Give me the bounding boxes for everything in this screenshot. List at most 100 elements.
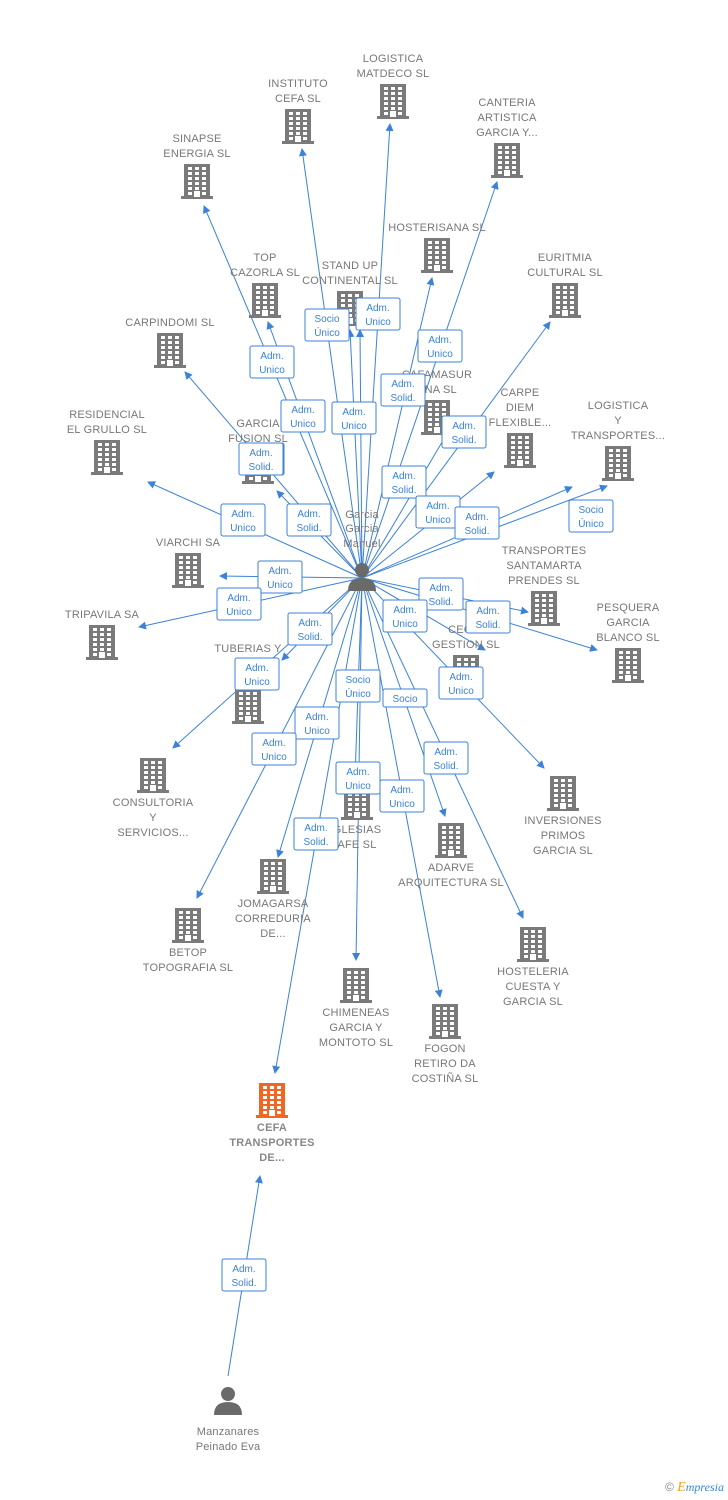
relation-badge[interactable]: Adm.Solid.	[221, 1258, 267, 1292]
person-icon[interactable]	[214, 1387, 242, 1415]
node-label: HOSTELERIA	[497, 966, 569, 978]
building-icon[interactable]	[256, 1083, 288, 1118]
building-icon[interactable]	[232, 689, 264, 724]
building-icon[interactable]	[172, 553, 204, 588]
relation-badge[interactable]: Adm.Unico	[234, 657, 280, 691]
building-icon[interactable]	[429, 1004, 461, 1039]
relation-badge[interactable]: Adm.Solid.	[418, 577, 464, 611]
relation-badge[interactable]: Adm.Unico	[249, 345, 295, 379]
building-icon[interactable]	[547, 776, 579, 811]
relation-badge[interactable]: Adm.Solid.	[423, 741, 469, 775]
brand-logo-name[interactable]: mpresia	[685, 1480, 724, 1494]
relation-badge[interactable]: Adm.Solid.	[441, 415, 487, 449]
person-icon[interactable]	[348, 563, 376, 591]
building-icon[interactable]	[491, 143, 523, 178]
building-icon[interactable]	[181, 164, 213, 199]
building-icon[interactable]	[137, 758, 169, 793]
node-jomagarsa[interactable]: JOMAGARSACORREDURIADE...	[235, 859, 311, 940]
building-icon[interactable]	[504, 433, 536, 468]
relation-badge[interactable]: Adm.Unico	[257, 560, 303, 594]
building-icon[interactable]	[282, 109, 314, 144]
relation-badge-label: Solid.	[390, 393, 415, 404]
relation-badge-label: Adm.	[393, 605, 416, 616]
node-label: VIARCHI SA	[156, 537, 221, 549]
node-label: LOGISTICA	[363, 53, 424, 65]
relation-badge[interactable]: Adm.Solid.	[238, 442, 284, 476]
relation-badge[interactable]: Adm.Solid.	[293, 817, 339, 851]
building-icon[interactable]	[377, 84, 409, 119]
building-icon[interactable]	[172, 908, 204, 943]
node-hosterisana[interactable]: HOSTERISANA SL	[388, 222, 486, 273]
edge-center-cafamasur	[361, 431, 449, 579]
building-icon[interactable]	[249, 283, 281, 318]
relation-badge[interactable]: Adm.Solid.	[286, 503, 332, 537]
building-icon[interactable]	[435, 823, 467, 858]
relation-badge[interactable]: Adm.Unico	[220, 503, 266, 537]
node-carpe[interactable]: CARPEDIEMFLEXIBLE...	[489, 387, 552, 468]
building-icon[interactable]	[528, 591, 560, 626]
building-icon[interactable]	[86, 625, 118, 660]
building-icon[interactable]	[340, 968, 372, 1003]
node-label: TRANSPORTES...	[571, 430, 665, 442]
relation-badge-label: Adm.	[366, 303, 389, 314]
relation-badge[interactable]: Adm.Unico	[382, 599, 428, 633]
relation-badge[interactable]: Adm.Unico	[331, 401, 377, 435]
node-viarchi[interactable]: VIARCHI SA	[156, 537, 221, 588]
relation-badge[interactable]: Adm.Solid.	[380, 373, 426, 407]
relation-badge[interactable]: Adm.Unico	[379, 779, 425, 813]
relation-badge[interactable]: Adm.Unico	[335, 761, 381, 795]
relation-badge[interactable]: Adm.Unico	[216, 587, 262, 621]
building-icon[interactable]	[257, 859, 289, 894]
node-consultoria[interactable]: CONSULTORIAYSERVICIOS...	[113, 758, 194, 839]
node-tuberias[interactable]: TUBERIAS YMOVI	[214, 643, 282, 724]
building-icon[interactable]	[91, 440, 123, 475]
building-icon[interactable]	[421, 238, 453, 273]
relation-badge[interactable]: Adm.Unico	[251, 732, 297, 766]
relation-badge[interactable]: Adm.Unico	[415, 495, 461, 529]
node-label: FOGON	[424, 1043, 465, 1055]
building-icon[interactable]	[602, 446, 634, 481]
node-label: CARPE	[501, 387, 540, 399]
building-icon[interactable]	[517, 927, 549, 962]
relation-badge[interactable]: Adm.Solid.	[465, 600, 511, 634]
building-icon[interactable]	[154, 333, 186, 368]
node-carpindomi[interactable]: CARPINDOMI SL	[125, 317, 215, 368]
node-cefa_t[interactable]: CEFATRANSPORTESDE...	[229, 1083, 314, 1164]
relation-badge[interactable]: Socio	[382, 688, 428, 708]
relation-badge[interactable]: Adm.Solid.	[381, 465, 427, 499]
node-label: MONTOTO SL	[319, 1037, 393, 1049]
relation-badge[interactable]: Adm.Solid.	[454, 506, 500, 540]
building-icon[interactable]	[612, 648, 644, 683]
relation-badge[interactable]: Adm.Unico	[438, 666, 484, 700]
node-tripavila[interactable]: TRIPAVILA SA	[65, 609, 140, 660]
relation-badge[interactable]: Adm.Solid.	[287, 612, 333, 646]
node-logistica_t[interactable]: LOGISTICAYTRANSPORTES...	[571, 400, 665, 481]
building-icon[interactable]	[549, 283, 581, 318]
relation-badge[interactable]: Adm.Unico	[294, 706, 340, 740]
relation-badge[interactable]: Adm.Unico	[417, 329, 463, 363]
relation-badge[interactable]: Adm.Unico	[280, 399, 326, 433]
relation-badge[interactable]: Adm.Unico	[355, 297, 401, 331]
